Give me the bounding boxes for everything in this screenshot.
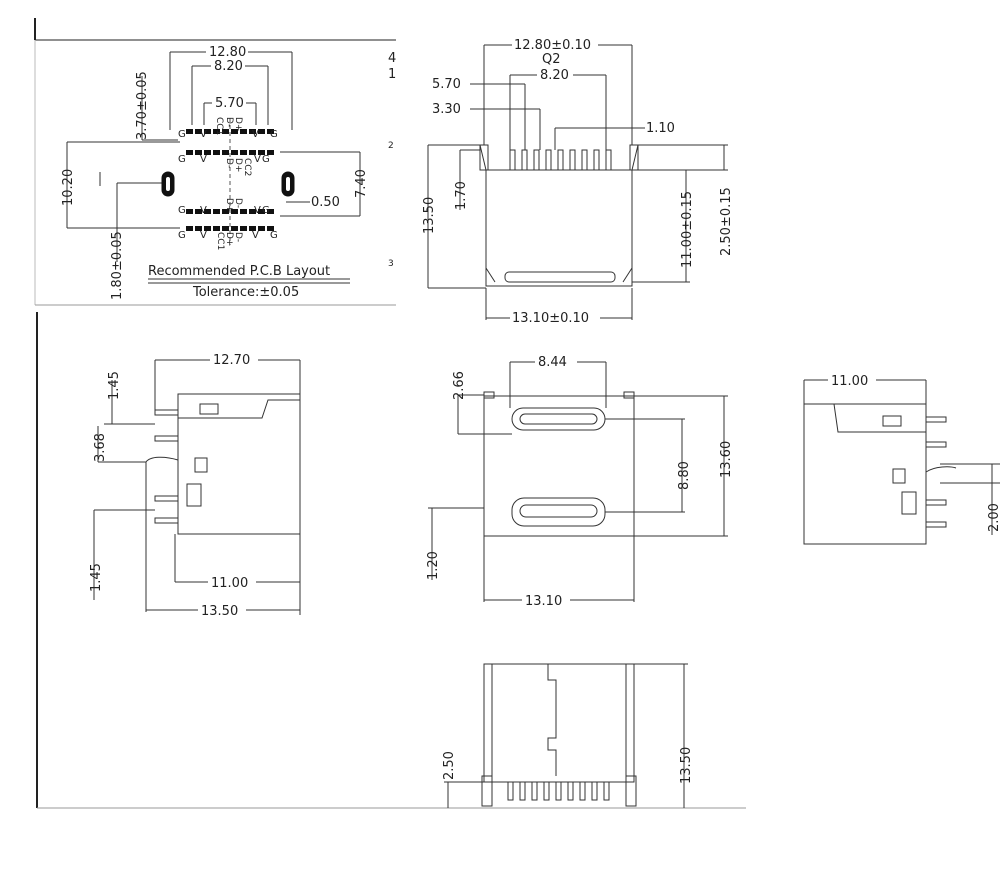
dim-3-30: 3.30: [432, 102, 461, 117]
margin-mark-1: 1: [388, 67, 396, 82]
side-view-right-labels: 11.00 2.00: [828, 373, 1000, 532]
pin-label-dplus: D+: [233, 117, 243, 131]
pad-row-top-2: [186, 150, 274, 155]
dim-1-10: 1.10: [646, 121, 675, 136]
sheet-frame: [34, 18, 746, 809]
dim-2-66: 2.66: [452, 371, 467, 400]
bottom-view-labels: 2.50 13.50: [442, 747, 694, 784]
top-view-labels: 12.80±0.10 Q2 8.20 5.70 3.30 1.10 13.50 …: [422, 38, 734, 326]
dim-8-20: 8.20: [214, 59, 243, 74]
pin-label-dplus: D+: [224, 232, 234, 246]
dim-1-20: 1.20: [426, 551, 441, 580]
pin-label-v: V: [252, 129, 259, 140]
dim-3-68: 3.68: [93, 433, 108, 462]
top-view: [427, 44, 728, 320]
usb-c-port-bottom: [511, 497, 606, 527]
pcb-pin-labels: G V V G G V V G G V V G G V V G CC1 D- D…: [178, 117, 278, 250]
dim-11-00-left: 11.00: [211, 576, 248, 591]
margin-marks: 4 1 2 3: [388, 51, 396, 269]
pin-label-cc1: CC1: [215, 232, 225, 250]
pin-label-g: G: [270, 230, 278, 241]
dim-12-80-tol: 12.80±0.10: [514, 38, 591, 53]
pin-label-dminus: D-: [233, 198, 243, 208]
pad-row-bottom-2: [186, 226, 274, 231]
pad-row-top-1: [186, 129, 274, 134]
pin-label-v: V: [254, 205, 261, 216]
dim-1-45-bottom: 1.45: [89, 563, 104, 592]
dim-13-50-top: 13.50: [422, 197, 437, 234]
pin-label-g: G: [178, 205, 186, 216]
pin-label-dplus: D+: [224, 198, 234, 212]
pin-label-g: G: [178, 154, 186, 165]
side-view-left-labels: 12.70 1.45 3.68 1.45 11.00 13.50: [89, 353, 258, 619]
pad-row-bottom-1: [186, 209, 274, 214]
pin-label-v: V: [200, 154, 207, 165]
pcb-tolerance: Tolerance:±0.05: [192, 285, 299, 300]
label-q2: Q2: [542, 52, 561, 67]
pin-label-cc1: CC1: [214, 117, 224, 135]
margin-mark-2: 2: [388, 141, 394, 151]
dim-1-45-top: 1.45: [107, 371, 122, 400]
pin-label-g: G: [262, 154, 270, 165]
dim-12-70: 12.70: [213, 353, 250, 368]
pin-label-g: G: [270, 129, 278, 140]
usb-c-port-top: [511, 407, 606, 431]
pin-label-dminus: D-: [224, 158, 234, 168]
pin-label-cc2: CC2: [242, 158, 252, 176]
dim-2-50: 2.50: [442, 751, 457, 780]
pin-label-g: G: [262, 205, 270, 216]
dim-13-10: 13.10: [525, 594, 562, 609]
dim-5-70: 5.70: [215, 96, 244, 111]
dim-8-20-top: 8.20: [540, 68, 569, 83]
pin-label-g: G: [178, 129, 186, 140]
margin-mark-3: 3: [388, 259, 394, 269]
dim-1-80: 1.80±0.05: [110, 231, 125, 300]
dim-8-80: 8.80: [677, 461, 692, 490]
dim-13-60: 13.60: [719, 441, 734, 478]
dim-13-50-bottom: 13.50: [679, 747, 694, 784]
pin-label-dminus: D-: [233, 232, 243, 242]
dim-13-10-tol: 13.10±0.10: [512, 311, 589, 326]
margin-mark-4: 4: [388, 51, 396, 66]
pcb-slots: [161, 171, 295, 197]
pin-label-g: G: [178, 230, 186, 241]
side-view-left: [93, 359, 301, 615]
pcb-layout-title: Recommended P.C.B Layout: [148, 264, 330, 279]
dim-11-00-right: 11.00: [831, 374, 868, 389]
bottom-view: [444, 663, 688, 808]
dim-0-50: 0.50: [311, 195, 340, 210]
pin-label-dminus: D-: [224, 117, 234, 127]
pin-label-v: V: [254, 154, 261, 165]
pin-label-v: V: [200, 129, 207, 140]
pcb-dimension-labels: 12.80 8.20 5.70 3.70±0.05 10.20 7.40 0.5…: [61, 45, 369, 300]
dim-10-20: 10.20: [61, 169, 76, 206]
pin-label-v: V: [252, 230, 259, 241]
dim-1-70: 1.70: [454, 181, 469, 210]
dim-5-70-top: 5.70: [432, 77, 461, 92]
front-view-labels: 8.44 2.66 8.80 13.60 1.20 13.10: [426, 355, 734, 609]
pin-label-v: V: [200, 230, 207, 241]
dim-8-44: 8.44: [538, 355, 567, 370]
side-view-right: [803, 379, 1000, 545]
pin-label-v: V: [200, 205, 207, 216]
dim-12-80: 12.80: [209, 45, 246, 60]
dim-11-00-tol: 11.00±0.15: [680, 191, 695, 268]
dim-7-40: 7.40: [354, 169, 369, 198]
dim-2-00: 2.00: [987, 503, 1000, 532]
dim-13-50-left: 13.50: [201, 604, 238, 619]
dim-3-70: 3.70±0.05: [135, 71, 150, 140]
dim-2-50-tol: 2.50±0.15: [719, 187, 734, 256]
pcb-pads: [186, 129, 274, 231]
pin-label-dplus: D+: [233, 158, 243, 172]
